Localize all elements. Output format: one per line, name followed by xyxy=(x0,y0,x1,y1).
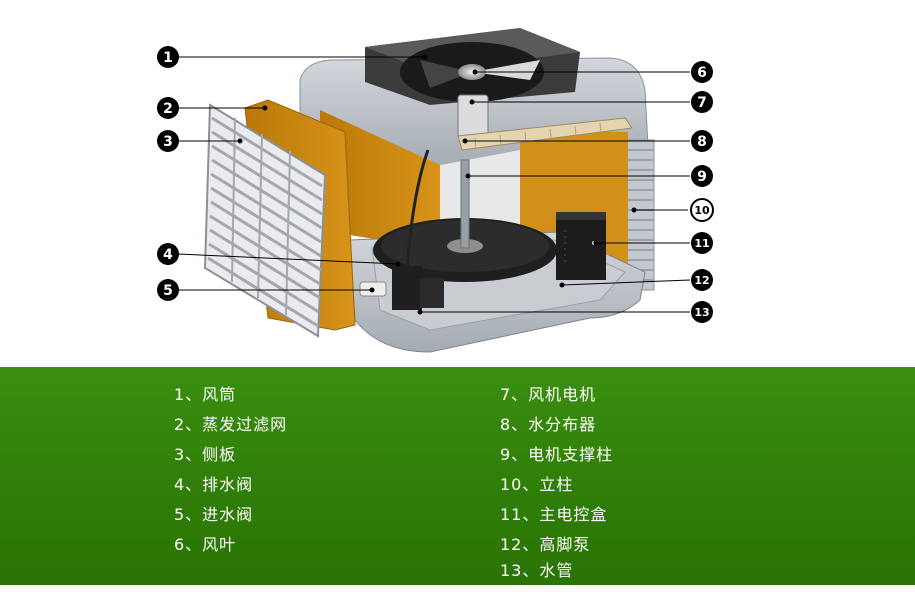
legend-item-8: 8、水分布器 xyxy=(500,415,597,434)
svg-text:7: 7 xyxy=(697,95,707,111)
drain-valve-body xyxy=(392,266,422,310)
svg-text:10: 10 xyxy=(694,204,710,217)
svg-text:3: 3 xyxy=(163,134,173,150)
legend-item-2: 2、蒸发过滤网 xyxy=(174,415,288,434)
rear-filter-pad xyxy=(320,110,440,250)
fan-blade xyxy=(400,42,544,102)
legend-item-6: 6、风叶 xyxy=(174,535,237,554)
callout-12: 12 xyxy=(691,269,713,291)
svg-text:9: 9 xyxy=(697,169,707,185)
svg-text:8: 8 xyxy=(697,134,707,150)
legend-item-12: 12、高脚泵 xyxy=(500,535,591,554)
legend-item-9: 9、电机支撑柱 xyxy=(500,445,614,464)
callout-4: 4 xyxy=(157,243,179,265)
parts-legend: 1、风筒 2、蒸发过滤网 3、侧板 4、排水阀 5、进水阀 6、风叶 7、风机电… xyxy=(0,367,915,585)
legend-item-1: 1、风筒 xyxy=(174,385,237,404)
svg-text:12: 12 xyxy=(694,274,709,287)
svg-text:2: 2 xyxy=(163,101,173,117)
callout-8: 8 xyxy=(691,130,713,152)
callout-1: 1 xyxy=(157,46,179,68)
legend-item-4: 4、排水阀 xyxy=(174,475,254,494)
high-foot-pump xyxy=(420,278,444,308)
legend-item-5: 5、进水阀 xyxy=(174,505,254,524)
leader-lines xyxy=(177,56,691,313)
callout-10: 10 xyxy=(690,198,714,222)
legend-item-11: 11、主电控盒 xyxy=(500,505,608,524)
legend-item-13: 13、水管 xyxy=(500,561,574,580)
svg-text:6: 6 xyxy=(697,65,707,81)
callout-7: 7 xyxy=(691,91,713,113)
callout-13: 13 xyxy=(691,301,713,323)
air-cooler-exploded-diagram: 1 2 3 4 5 6 7 8 xyxy=(157,28,714,353)
callout-9: 9 xyxy=(691,165,713,187)
callout-5: 5 xyxy=(157,279,179,301)
svg-text:13: 13 xyxy=(694,306,709,319)
callout-6: 6 xyxy=(691,61,713,83)
svg-text:1: 1 xyxy=(163,50,173,66)
svg-text:5: 5 xyxy=(163,283,173,299)
legend-item-3: 3、侧板 xyxy=(174,445,237,464)
legend-item-10: 10、立柱 xyxy=(500,475,574,494)
bottom-strip xyxy=(0,585,915,596)
callout-11: 11 xyxy=(691,232,713,254)
callout-2: 2 xyxy=(157,97,179,119)
svg-text:11: 11 xyxy=(694,237,709,250)
motor-support-column xyxy=(460,159,470,249)
legend-item-7: 7、风机电机 xyxy=(500,385,597,404)
callout-3: 3 xyxy=(157,130,179,152)
main-control-box xyxy=(556,212,606,280)
side-panel-louver xyxy=(203,103,327,338)
water-distributor xyxy=(457,117,633,151)
svg-text:4: 4 xyxy=(163,247,173,263)
